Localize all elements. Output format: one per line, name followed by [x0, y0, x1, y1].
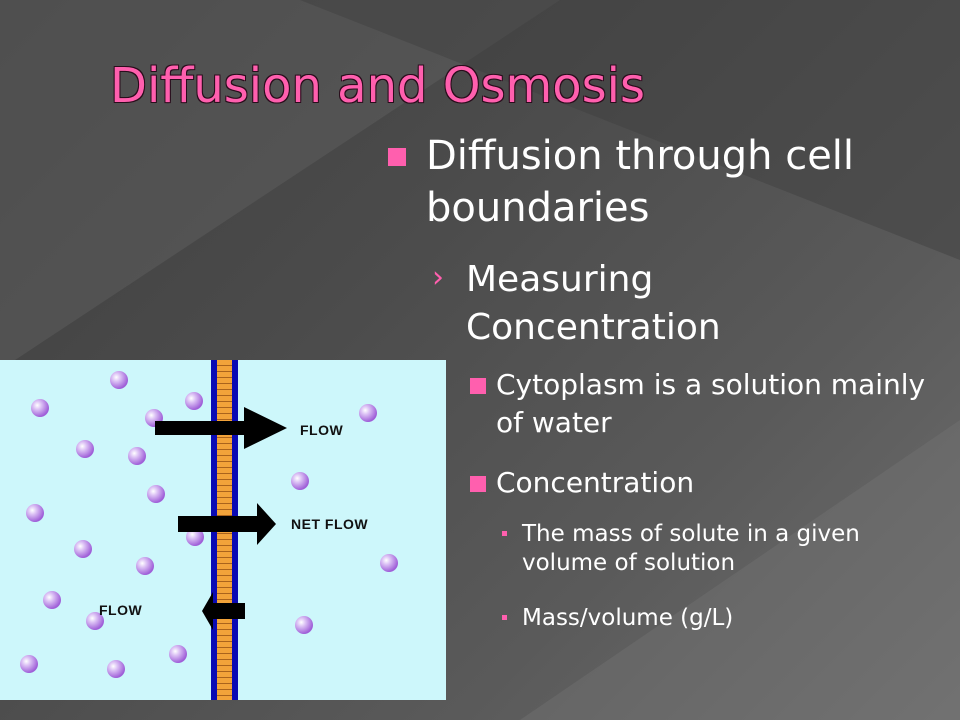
square-bullet-icon — [470, 378, 486, 394]
square-bullet-icon — [388, 148, 406, 166]
flow-left-arrow-icon — [202, 592, 245, 630]
solute-particle — [186, 528, 204, 546]
flow-right-arrow-icon — [155, 407, 287, 449]
bullet-text: Concentration — [496, 466, 695, 499]
net-flow-label: NET FLOW — [291, 516, 368, 532]
bullet-level-2: › Measuring Concentration — [432, 256, 912, 352]
solute-particle — [291, 472, 309, 490]
bullet-level-4: The mass of solute in a given volume of … — [502, 520, 902, 578]
bullet-text: Diffusion through cell boundaries — [426, 133, 855, 231]
solute-particle — [147, 485, 165, 503]
bullet-text: Measuring Concentration — [466, 259, 721, 348]
chevron-right-icon: › — [432, 260, 444, 295]
solute-particle — [43, 591, 61, 609]
solute-particle — [86, 612, 104, 630]
solute-particle — [107, 660, 125, 678]
flow-label-bottom: FLOW — [99, 602, 142, 618]
solute-particle — [74, 540, 92, 558]
bullet-level-4: Mass/volume (g/L) — [502, 604, 902, 633]
solute-particle — [185, 392, 203, 410]
net-flow-right-arrow-icon — [178, 503, 276, 545]
bullet-text: Cytoplasm is a solution mainly of water — [496, 368, 926, 439]
bullet-level-1: Diffusion through cell boundaries — [388, 130, 948, 234]
solute-particle — [76, 440, 94, 458]
bullet-level-3: Concentration — [470, 464, 950, 502]
solute-particle — [110, 371, 128, 389]
solute-particle — [169, 645, 187, 663]
solute-particle — [295, 616, 313, 634]
solute-particles — [20, 371, 398, 678]
diffusion-diagram: FLOW NET FLOW FLOW — [0, 360, 446, 700]
square-bullet-icon — [470, 476, 486, 492]
slide-title: Diffusion and Osmosis — [110, 58, 646, 114]
bullet-text: The mass of solute in a given volume of … — [522, 521, 860, 576]
solute-particle — [31, 399, 49, 417]
solute-particle — [380, 554, 398, 572]
solute-particle — [20, 655, 38, 673]
solute-particle — [136, 557, 154, 575]
flow-label-top: FLOW — [300, 422, 343, 438]
solute-particle — [359, 404, 377, 422]
solute-particle — [128, 447, 146, 465]
small-square-bullet-icon — [502, 531, 507, 536]
small-square-bullet-icon — [502, 615, 507, 620]
bullet-level-3: Cytoplasm is a solution mainly of water — [470, 366, 950, 442]
solute-particle — [26, 504, 44, 522]
bullet-text: Mass/volume (g/L) — [522, 605, 734, 631]
